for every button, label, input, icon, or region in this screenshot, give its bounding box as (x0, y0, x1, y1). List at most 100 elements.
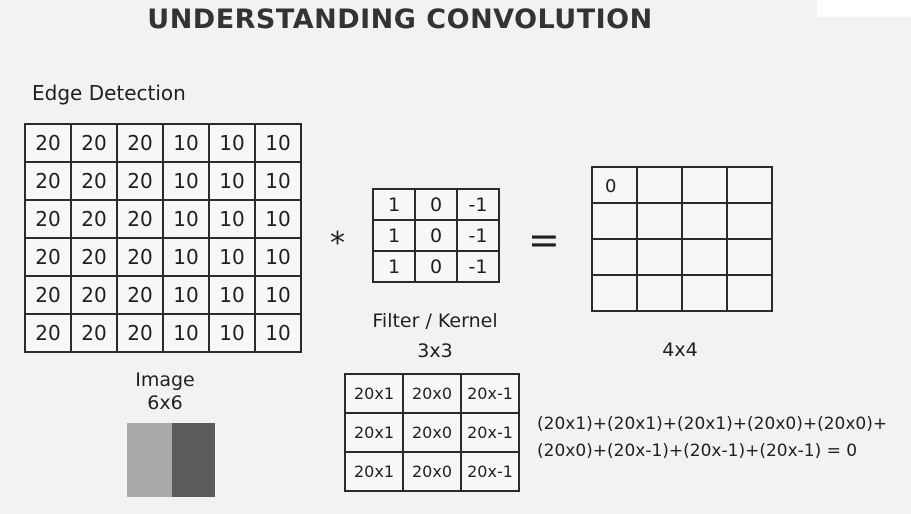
image-matrix-cell: 10 (208, 161, 256, 201)
image-matrix-cell: 10 (162, 313, 210, 353)
output-matrix-cell (591, 274, 638, 312)
image-matrix-cell: 10 (254, 313, 302, 353)
kernel-matrix-cell: 1 (372, 219, 416, 252)
output-matrix-cell (681, 166, 728, 204)
output-matrix-cell (591, 202, 638, 240)
image-matrix-cell: 20 (24, 275, 72, 315)
output-matrix-cell-value (593, 212, 605, 220)
output-matrix-cell (636, 274, 683, 312)
dark-swatch (172, 423, 215, 497)
kernel-matrix-cell: 1 (372, 188, 416, 221)
section-subtitle: Edge Detection (32, 81, 186, 105)
image-matrix-cell: 10 (162, 199, 210, 239)
image-matrix-cell: 20 (70, 199, 118, 239)
image-matrix-cell: 20 (24, 161, 72, 201)
output-matrix-cell-value (728, 212, 740, 220)
output-matrix-cell (726, 202, 773, 240)
calc-matrix-cell: 20x1 (344, 412, 404, 453)
output-matrix-cell-value (683, 248, 695, 256)
output-matrix-cell-value (728, 248, 740, 256)
output-matrix-cell: 0 (591, 166, 638, 204)
kernel-matrix-cell: 0 (414, 250, 458, 283)
output-matrix-row: 0 (591, 166, 773, 204)
equation: (20x1)+(20x1)+(20x1)+(20x0)+(20x0)+ (20x… (537, 411, 887, 465)
output-matrix-cell (681, 274, 728, 312)
image-matrix-cell: 20 (70, 313, 118, 353)
output-matrix-cell (681, 202, 728, 240)
image-matrix-cell: 10 (208, 123, 256, 163)
convolution-operator: * (330, 226, 345, 261)
calc-matrix-cell: 20x-1 (460, 373, 520, 414)
image-matrix-cell: 10 (254, 275, 302, 315)
output-matrix-cell (636, 166, 683, 204)
output-matrix-cell-value (638, 212, 650, 220)
calc-matrix-cell: 20x-1 (460, 412, 520, 453)
image-matrix-cell: 10 (208, 275, 256, 315)
kernel-matrix-cell: -1 (456, 250, 500, 283)
page-title: UNDERSTANDING CONVOLUTION (147, 4, 653, 35)
output-matrix-cell (726, 238, 773, 276)
kernel-label-name: Filter / Kernel (372, 310, 498, 332)
image-label: Image 6x6 (120, 369, 210, 415)
output-label: 4x4 (662, 339, 698, 361)
output-matrix-cell (636, 202, 683, 240)
image-label-name: Image (135, 369, 195, 391)
output-matrix-row (591, 202, 773, 240)
image-matrix-cell: 10 (254, 123, 302, 163)
kernel-matrix-cell: 0 (414, 219, 458, 252)
output-matrix-cell-value (593, 284, 605, 292)
output-matrix-row (591, 274, 773, 312)
kernel-matrix-cell: -1 (456, 188, 500, 221)
equation-line-2: (20x0)+(20x-1)+(20x-1)+(20x-1) = 0 (537, 441, 858, 461)
calc-matrix-cell: 20x0 (402, 412, 462, 453)
image-matrix-cell: 20 (116, 313, 164, 353)
kernel-label-size: 3x3 (417, 340, 453, 362)
output-matrix-cell-value (683, 284, 695, 292)
image-matrix-cell: 20 (116, 161, 164, 201)
image-matrix-cell: 10 (254, 237, 302, 277)
image-matrix-cell: 20 (116, 275, 164, 315)
kernel-matrix-cell: -1 (456, 219, 500, 252)
image-matrix-cell: 10 (208, 237, 256, 277)
output-matrix-cell-value: 0 (605, 176, 617, 197)
calc-matrix-cell: 20x0 (402, 373, 462, 414)
output-matrix-cell-value (638, 248, 650, 256)
calc-matrix-cell: 20x-1 (460, 451, 520, 492)
image-matrix-cell: 10 (208, 199, 256, 239)
output-matrix: 0 (591, 166, 773, 312)
output-matrix-cell-value (683, 176, 695, 184)
kernel-matrix-cell: 1 (372, 250, 416, 283)
output-matrix-cell (681, 238, 728, 276)
output-matrix-row (591, 238, 773, 276)
calc-matrix-cell: 20x1 (344, 451, 404, 492)
image-matrix-cell: 20 (24, 313, 72, 353)
image-matrix-cell: 20 (70, 237, 118, 277)
kernel-label: Filter / Kernel 3x3 (360, 306, 510, 366)
image-matrix-cell: 20 (70, 275, 118, 315)
output-matrix-cell (726, 166, 773, 204)
output-matrix-cell-value (683, 212, 695, 220)
image-matrix-cell: 20 (116, 123, 164, 163)
image-matrix-cell: 10 (254, 199, 302, 239)
output-matrix-cell-value (638, 176, 650, 184)
output-matrix-cell-value (638, 284, 650, 292)
light-swatch (127, 423, 172, 497)
output-matrix-cell-value (728, 284, 740, 292)
image-matrix-cell: 20 (24, 123, 72, 163)
image-matrix-cell: 20 (116, 199, 164, 239)
image-matrix-cell: 10 (162, 237, 210, 277)
image-matrix-cell: 10 (162, 161, 210, 201)
